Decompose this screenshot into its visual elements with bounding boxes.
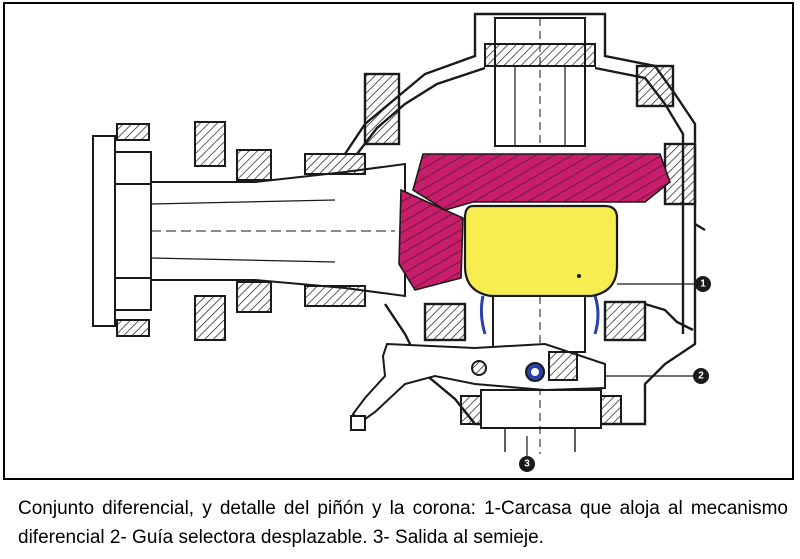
- pinion-shaft: [150, 121, 406, 341]
- pinion-flange: [92, 123, 152, 337]
- upper-output-shaft: [484, 17, 596, 147]
- differential-case: [463, 204, 619, 298]
- selector-guide: [350, 342, 606, 431]
- ring-gear: [412, 153, 671, 211]
- leader-lines: [526, 283, 695, 456]
- callout-3-marker: 3: [519, 456, 535, 472]
- callout-3-label: 3: [524, 459, 530, 470]
- pinion-gear: [398, 188, 464, 291]
- callout-1-marker: 1: [695, 276, 711, 292]
- differential-diagram: 1 2 3: [92, 12, 711, 472]
- differential-housing: [344, 12, 697, 426]
- mount-bracket: [644, 222, 706, 332]
- callout-2-label: 2: [698, 371, 704, 382]
- callout-2-marker: 2: [693, 368, 709, 384]
- figure-caption: Conjunto diferencial, y detalle del piñó…: [18, 498, 788, 548]
- semi-axle-outlet: [460, 295, 622, 454]
- figure-frame: 1 2 3: [3, 2, 794, 480]
- callout-1-label: 1: [700, 279, 706, 290]
